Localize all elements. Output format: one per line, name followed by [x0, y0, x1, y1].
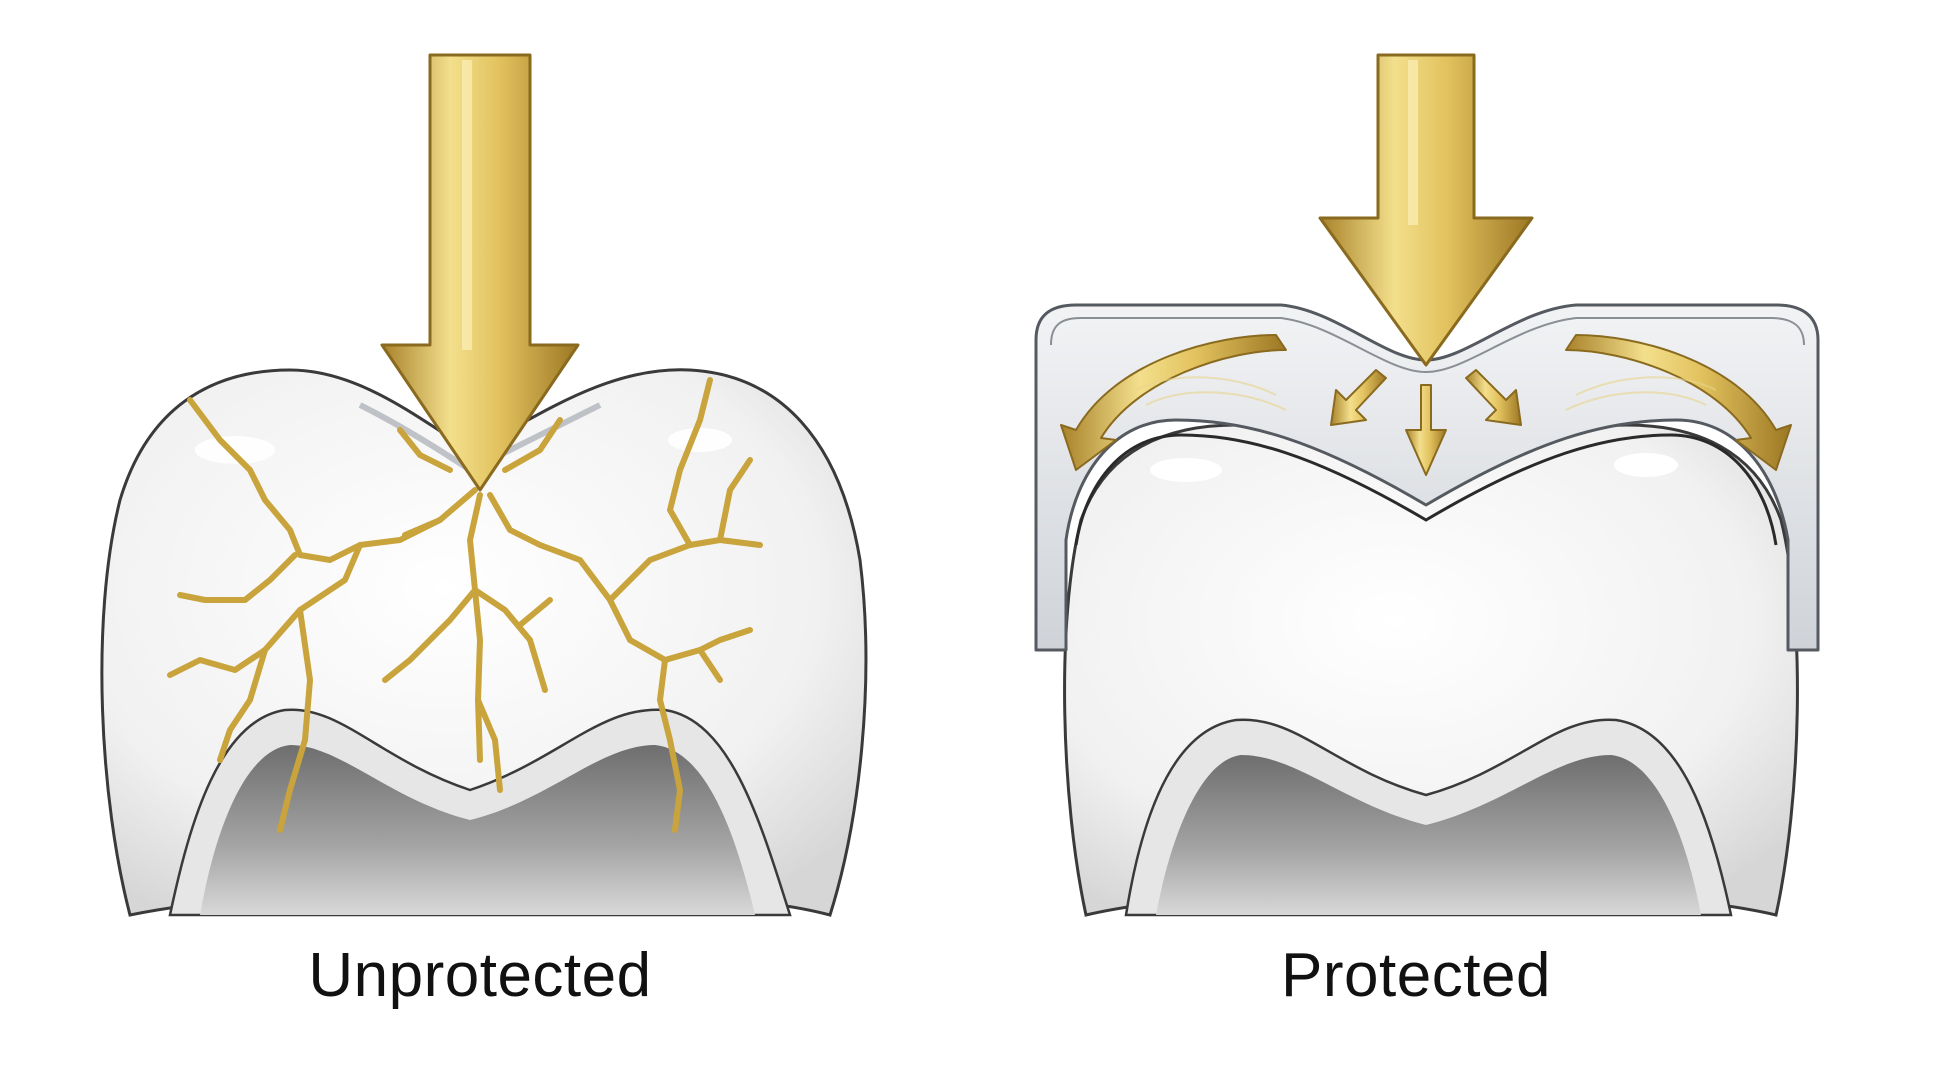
- protected-panel: Protected: [976, 0, 1952, 1070]
- dispersed-force-arrows: [1060, 334, 1792, 476]
- protected-tooth-illustration: [1034, 53, 1820, 917]
- crack-network: [167, 377, 763, 833]
- protective-cap: [1034, 303, 1820, 652]
- unprotected-tooth-illustration: [100, 53, 868, 917]
- force-arrow: [1318, 53, 1534, 367]
- pulp-chamber: [1124, 718, 1733, 917]
- stress-lines: [1135, 376, 1717, 411]
- force-arrow: [380, 53, 580, 492]
- unprotected-label: Unprotected: [308, 941, 652, 1010]
- pulp-chamber: [168, 708, 792, 917]
- protected-label: Protected: [1281, 941, 1551, 1010]
- unprotected-panel: Unprotected: [100, 53, 868, 1010]
